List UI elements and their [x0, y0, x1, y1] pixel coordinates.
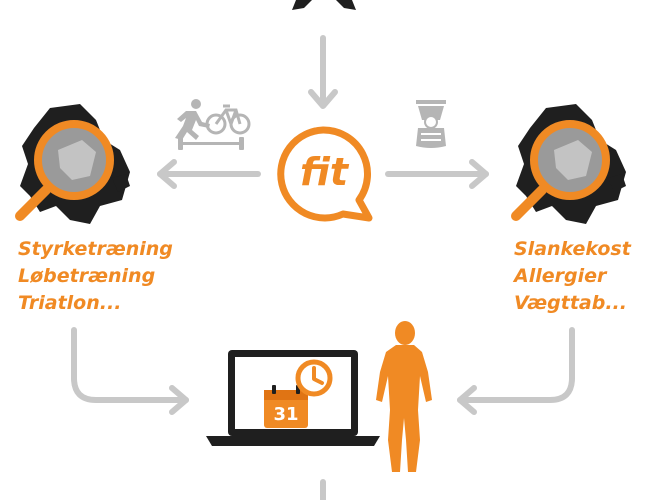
- arrow-top-down: [308, 35, 338, 109]
- orange-person-icon: [376, 321, 432, 472]
- arrow-left-down-to-laptop: [71, 327, 189, 415]
- barbell-icon: [178, 137, 244, 150]
- fit-logo-text: fit: [299, 150, 349, 194]
- label-styrketraening: Styrketræning: [18, 238, 173, 260]
- calendar-icon: [264, 385, 308, 428]
- running-person-icon: [175, 99, 210, 140]
- label-slankekost: Slankekost: [514, 238, 631, 260]
- food-scale-icon: [416, 100, 446, 148]
- calendar-day-number: 31: [273, 404, 299, 425]
- clock-icon: [295, 359, 333, 397]
- bicycle-icon: [205, 104, 251, 135]
- map-search-icon: [15, 104, 130, 224]
- label-vaegttab: Vægttab...: [514, 292, 627, 314]
- fit-logo-icon: [277, 126, 373, 222]
- right-branch-labels: Slankekost Allergier Vægttab...: [514, 236, 631, 317]
- arrow-right-down-to-laptop: [457, 327, 575, 415]
- person-top-icon: [292, 0, 356, 10]
- map-search-icon-right: [511, 104, 626, 224]
- label-allergier: Allergier: [514, 265, 607, 287]
- left-branch-labels: Styrketræning Løbetræning Triatlon...: [18, 236, 173, 317]
- label-triatlon: Triatlon...: [18, 292, 122, 314]
- arrow-left: [157, 159, 261, 189]
- label-lobetraening: Løbetræning: [18, 265, 156, 287]
- arrow-right: [385, 159, 489, 189]
